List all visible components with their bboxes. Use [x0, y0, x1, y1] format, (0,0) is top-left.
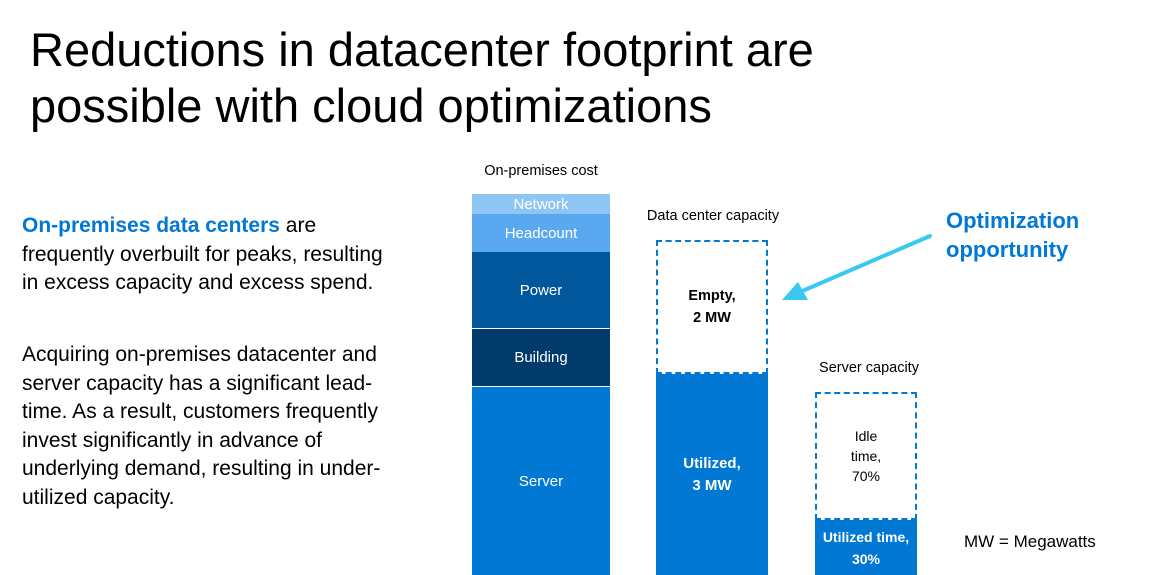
cost-stack-label: On-premises cost [484, 163, 598, 179]
cost-segment-building: Building [472, 329, 610, 386]
server-utilized-box: Utilized time, 30% [815, 520, 917, 575]
body-paragraph: Acquiring on-premises datacenter and ser… [22, 343, 381, 509]
intro-highlight: On-premises data centers [22, 214, 280, 237]
callout-arrow-icon [782, 234, 932, 300]
server-idle-text: Idle time, 70% [850, 428, 882, 484]
cost-segment-headcount: Headcount [472, 214, 610, 252]
cost-segment-power: Power [472, 252, 610, 328]
optimization-callout: Optimization opportunity [946, 208, 1080, 262]
dc-empty-box: Empty, 2 MW [656, 240, 768, 374]
cost-segment-server: Server [472, 387, 610, 575]
server-idle-box: Idle time, 70% [815, 392, 917, 520]
intro-paragraph: On-premises data centers are frequently … [22, 212, 402, 298]
dc-empty-text: Empty, 2 MW [688, 288, 736, 326]
server-utilized-text: Utilized time, 30% [822, 528, 910, 567]
intro-rest: are frequently overbuilt for peaks, resu… [22, 214, 383, 294]
legend-text: MW = Megawatts [964, 532, 1096, 551]
page-title: Reductions in datacenter footprint are p… [30, 23, 814, 132]
dc-utilized-box: Utilized, 3 MW [656, 374, 768, 575]
cost-segment-network: Network [472, 194, 610, 214]
server-capacity-label: Server capacity [819, 360, 919, 376]
dc-utilized-text: Utilized, 3 MW [683, 454, 741, 494]
dc-capacity-label: Data center capacity [646, 208, 780, 224]
